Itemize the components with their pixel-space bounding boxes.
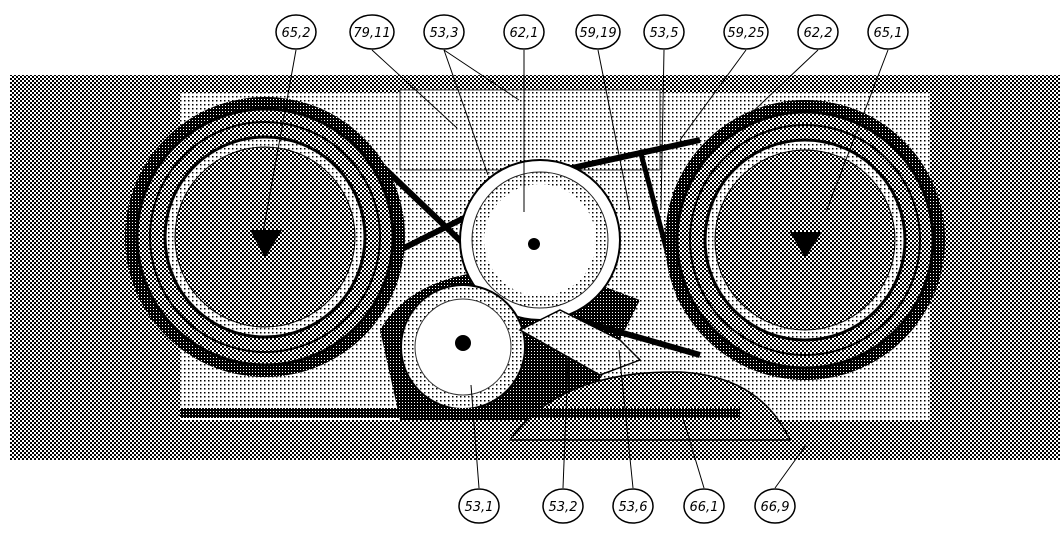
svg-text:59,25: 59,25 <box>727 26 764 41</box>
callout-53-2: 53,2 <box>542 488 584 524</box>
callout-65-1: 65,1 <box>867 14 909 50</box>
callout-53-3: 53,3 <box>423 14 465 50</box>
svg-text:53,1: 53,1 <box>465 500 494 515</box>
svg-text:53,2: 53,2 <box>549 500 578 515</box>
callout-66-9: 66,9 <box>754 488 796 524</box>
callout-59-19: 59,19 <box>575 14 621 50</box>
svg-text:53,5: 53,5 <box>650 26 679 41</box>
svg-text:66,1: 66,1 <box>690 500 719 515</box>
callout-62-2: 62,2 <box>797 14 839 50</box>
motor-plate <box>508 371 792 441</box>
callout-79-11: 79,11 <box>349 14 395 50</box>
svg-text:65,2: 65,2 <box>282 26 311 41</box>
svg-text:65,1: 65,1 <box>874 26 903 41</box>
leader-lines <box>261 49 889 489</box>
svg-text:53,3: 53,3 <box>430 26 459 41</box>
svg-text:62,2: 62,2 <box>804 26 833 41</box>
callouts-bottom: 53,1 53,2 53,6 66,1 66,9 <box>458 488 796 524</box>
callout-59-25: 59,25 <box>723 14 769 50</box>
small-pulley <box>400 284 526 410</box>
callout-53-6: 53,6 <box>612 488 654 524</box>
callout-53-1: 53,1 <box>458 488 500 524</box>
callout-53-5: 53,5 <box>643 14 685 50</box>
callout-66-1: 66,1 <box>683 488 725 524</box>
svg-text:59,19: 59,19 <box>579 26 616 41</box>
callouts-top: 65,2 79,11 53,3 62,1 59,19 53,5 59,25 62… <box>275 14 909 50</box>
svg-text:62,1: 62,1 <box>510 26 539 41</box>
bottom-rod <box>180 408 740 418</box>
left-reel <box>125 97 405 377</box>
lever-arm <box>518 309 642 376</box>
svg-text:79,11: 79,11 <box>353 26 390 41</box>
svg-text:53,6: 53,6 <box>619 500 648 515</box>
center-pulley <box>459 159 621 321</box>
svg-text:66,9: 66,9 <box>761 500 790 515</box>
right-reel <box>665 100 945 380</box>
callout-65-2: 65,2 <box>275 14 317 50</box>
callout-62-1: 62,1 <box>503 14 545 50</box>
